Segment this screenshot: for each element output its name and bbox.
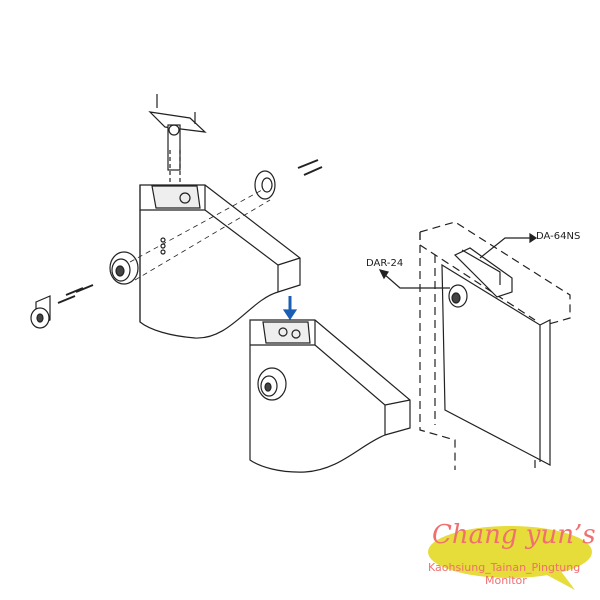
leader-lines — [378, 232, 538, 289]
glass-panel-assembled — [249, 319, 411, 473]
glass-panel-exploded — [139, 184, 301, 339]
logo-title: Chang yun’s — [432, 520, 596, 550]
door-frame — [419, 221, 571, 470]
logo-bubble — [428, 526, 592, 578]
label-dar-24: DAR-24 — [366, 258, 404, 269]
label-da-64ns: DA-64NS — [536, 231, 581, 242]
knob-exploded — [30, 159, 323, 329]
down-arrow-icon — [282, 296, 298, 321]
lock-strike-bolt — [148, 94, 207, 185]
logo-subtitle: Kaohsiung_Tainan_Pingtung — [428, 561, 581, 574]
logo-subtitle-2: Monitor — [485, 574, 527, 587]
